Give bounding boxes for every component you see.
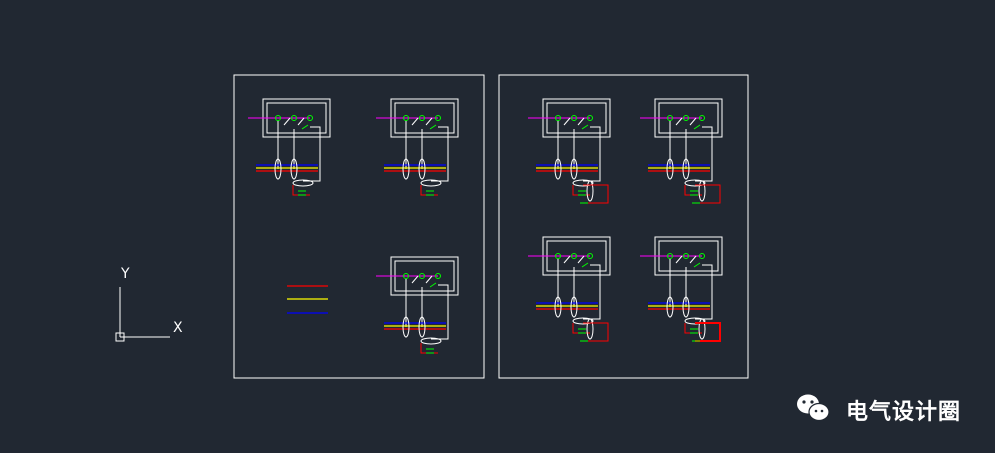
sheet-left-frame <box>233 74 485 379</box>
circuit-diagram-2 <box>376 98 459 196</box>
ucs-y-label: Y <box>121 266 130 282</box>
watermark-icon-spacer <box>802 395 838 425</box>
watermark: 电气设计圈 <box>802 394 961 426</box>
circuit-diagram-1 <box>248 98 331 196</box>
sheet-right-frame <box>498 74 749 379</box>
circuit-diagram-4 <box>528 98 611 204</box>
legend-lines <box>287 285 328 314</box>
circuit-diagram-3 <box>376 256 459 354</box>
ucs-icon <box>115 287 170 342</box>
watermark-text: 电气设计圈 <box>845 400 961 425</box>
ucs-x-label: X <box>173 320 183 336</box>
wechat-icon <box>797 394 830 422</box>
circuit-diagram-7 <box>640 236 723 342</box>
circuit-diagram-6 <box>528 236 611 342</box>
circuit-diagram-5 <box>640 98 723 204</box>
